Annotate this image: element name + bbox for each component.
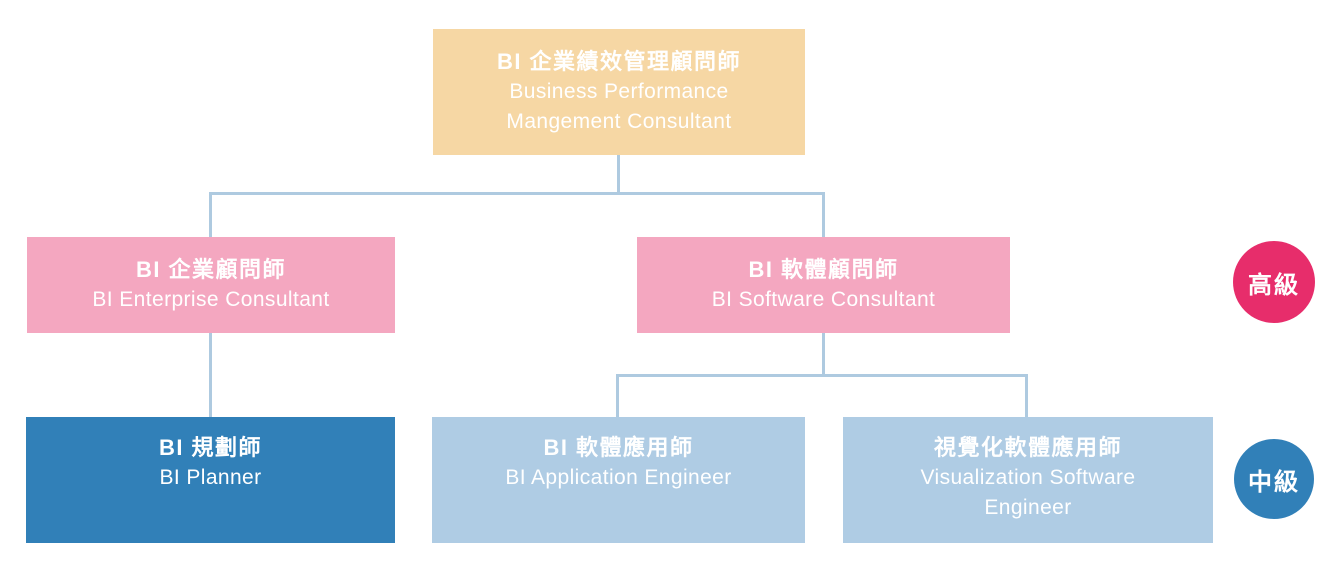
node-bi-software-consultant: BI 軟體顧問師 BI Software Consultant	[637, 237, 1010, 333]
node-title-en: BI Planner	[159, 466, 262, 489]
node-title-en: BI Software Consultant	[711, 288, 936, 311]
badge-intermediate-level: 中級	[1234, 439, 1314, 519]
connector-visualization-drop	[1025, 374, 1028, 418]
connector-enterprise-drop	[209, 192, 212, 238]
connector-application-drop	[616, 374, 619, 418]
node-title-en: Business Performance Mangement Consultan…	[506, 80, 732, 133]
node-title-zh: BI 企業績效管理顧問師	[496, 49, 742, 74]
node-title-zh: BI 企業顧問師	[135, 257, 287, 282]
node-title-en: BI Enterprise Consultant	[92, 288, 330, 311]
node-bi-planner: BI 規劃師 BI Planner	[26, 417, 395, 543]
node-bpm-consultant: BI 企業績效管理顧問師 Business Performance Mangem…	[433, 29, 805, 155]
connector-software-stem	[822, 333, 825, 376]
connector-root-stem	[617, 155, 620, 194]
connector-enterprise-to-planner	[209, 333, 212, 418]
node-title-zh: 視覺化軟體應用師	[933, 435, 1122, 460]
connector-engineers-bar	[616, 374, 1028, 377]
node-bi-application-engineer: BI 軟體應用師 BI Application Engineer	[432, 417, 805, 543]
node-title-zh: BI 軟體應用師	[543, 435, 694, 460]
node-title-en: Visualization Software Engineer	[920, 466, 1136, 519]
node-title-en: BI Application Engineer	[505, 466, 732, 489]
connector-consultants-bar	[209, 192, 825, 195]
node-visualization-software-engineer: 視覺化軟體應用師 Visualization Software Engineer	[843, 417, 1213, 543]
connector-software-drop	[822, 192, 825, 238]
node-title-zh: BI 規劃師	[158, 435, 263, 460]
badge-advanced-level: 高級	[1233, 241, 1315, 323]
node-title-zh: BI 軟體顧問師	[748, 257, 899, 282]
node-bi-enterprise-consultant: BI 企業顧問師 BI Enterprise Consultant	[27, 237, 395, 333]
